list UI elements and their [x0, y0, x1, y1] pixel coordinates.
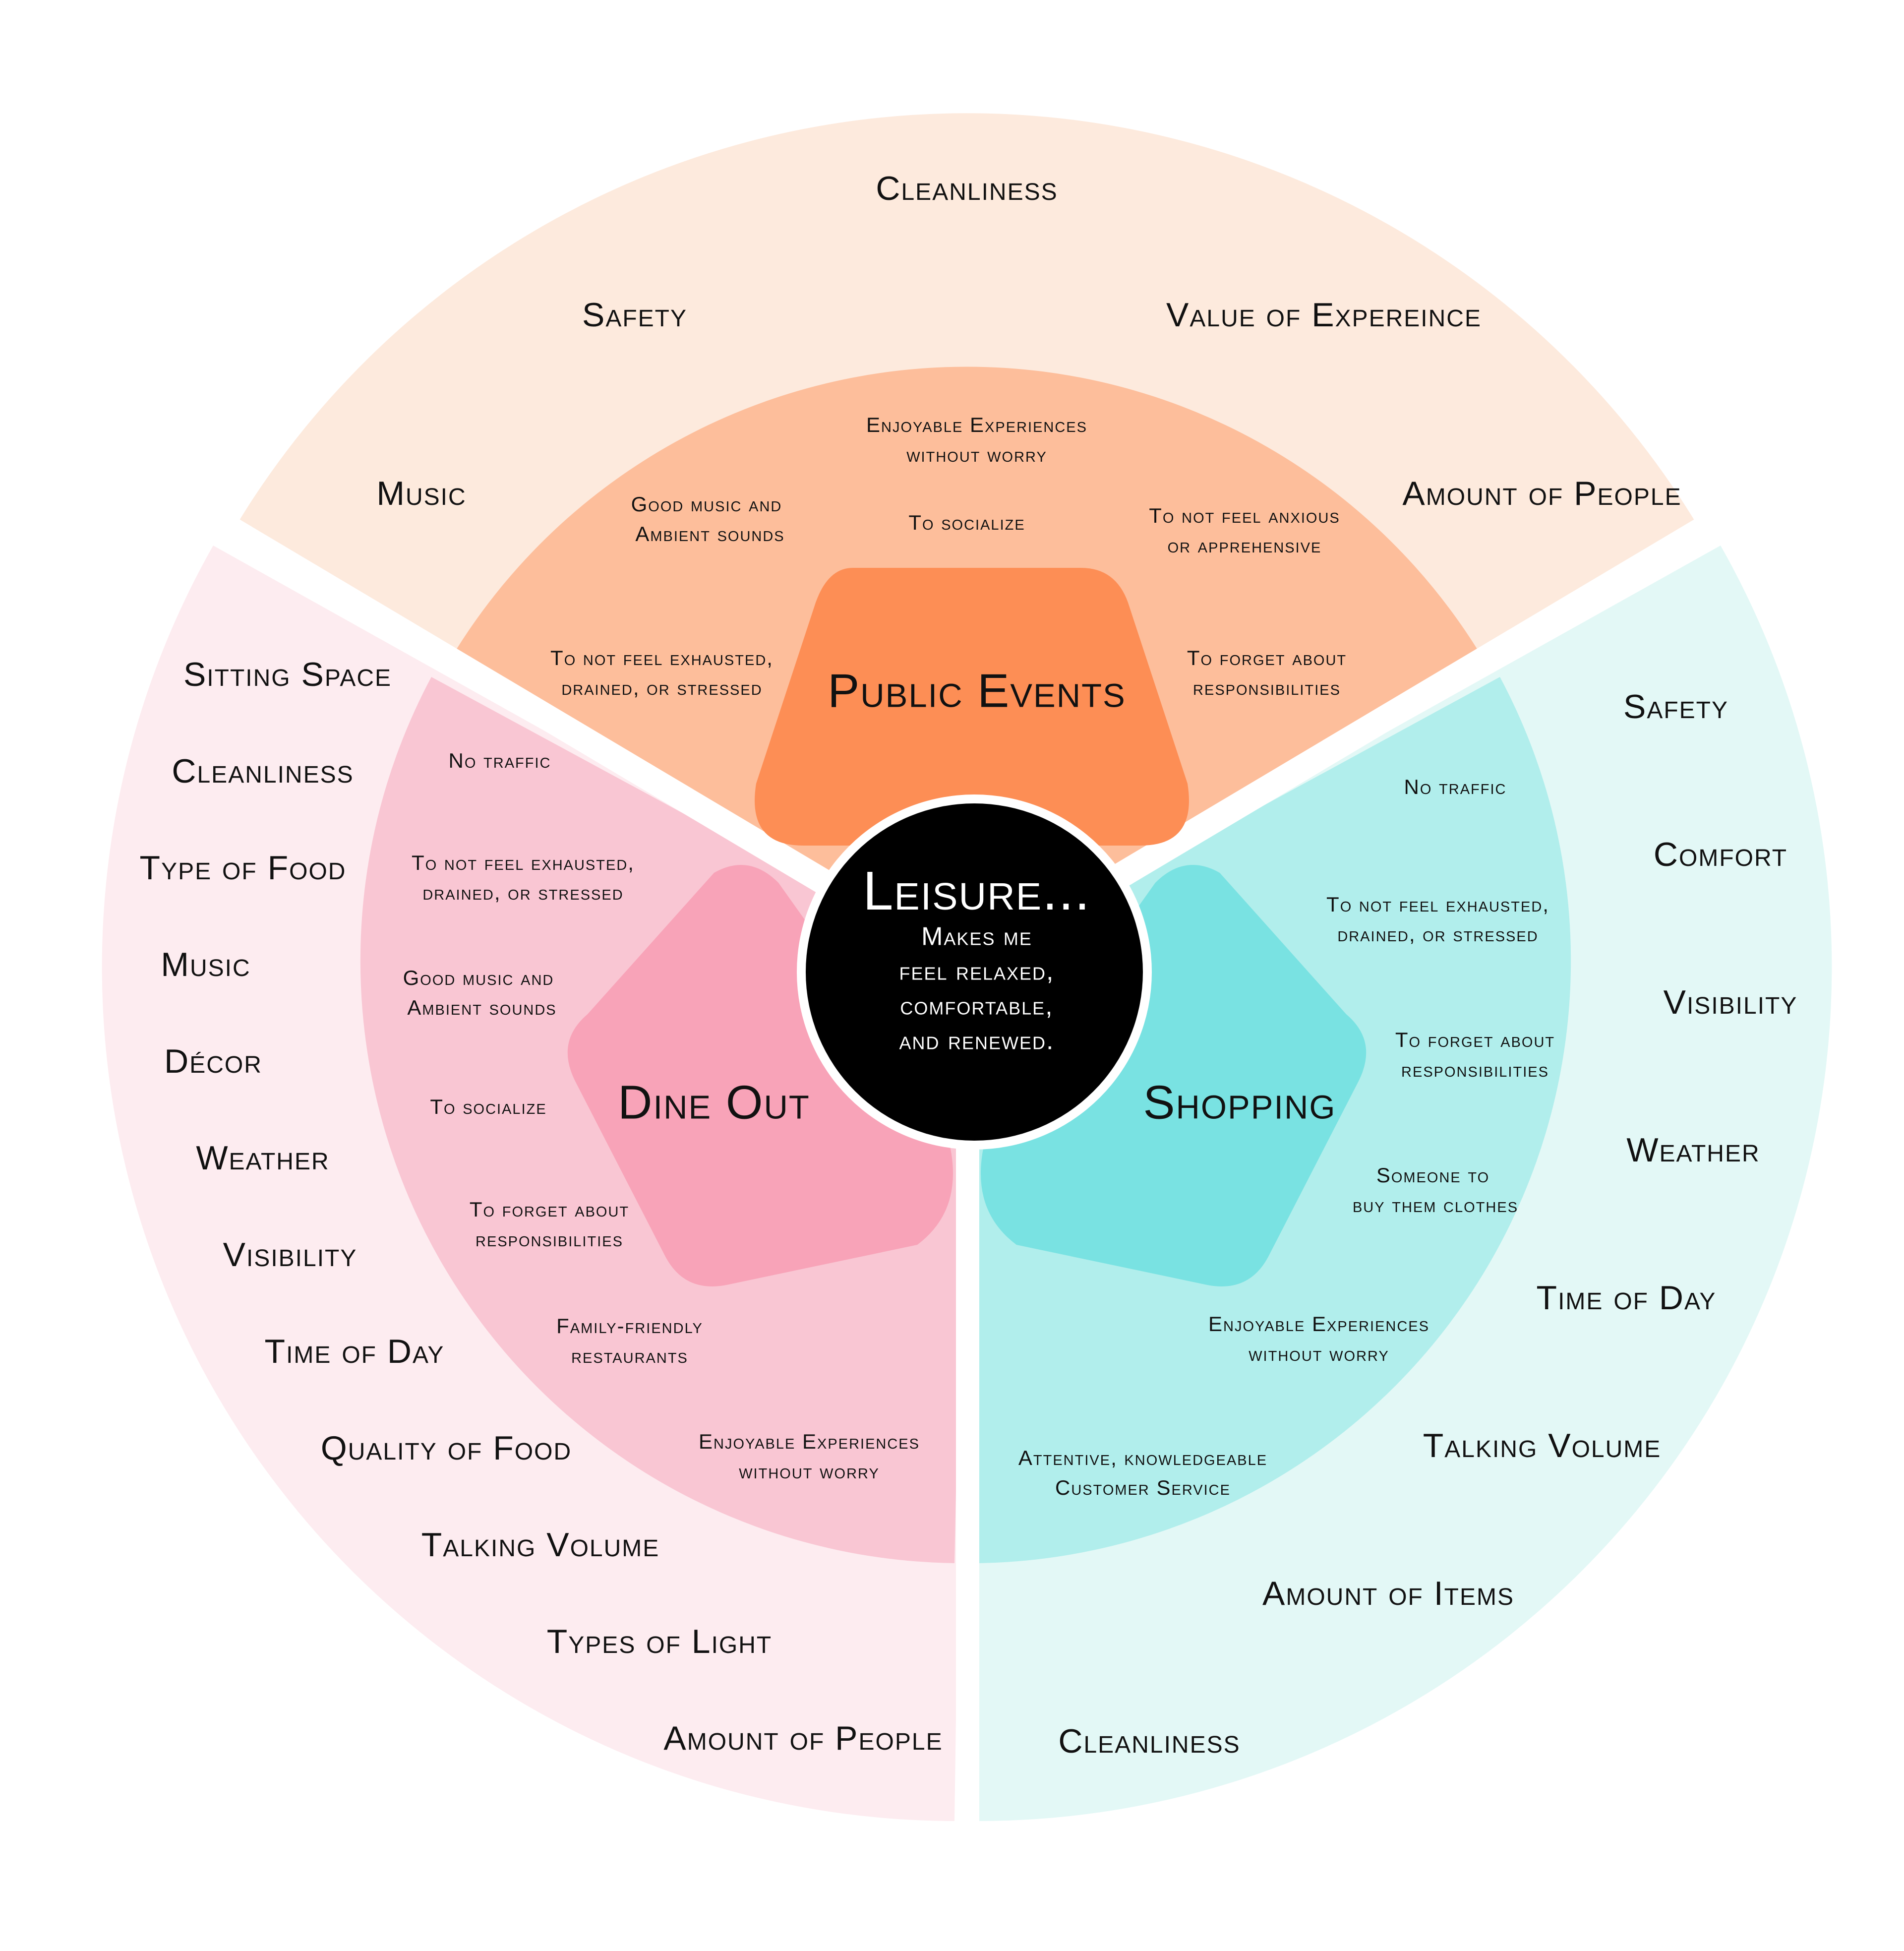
dine-out-inner-labels: No traffic To not feel exhausted, draine… — [403, 749, 920, 1483]
dine-out-outer-labels: Sitting Space Cleanliness Type of Food M… — [140, 656, 943, 1757]
inner-need-label: To socialize — [430, 1095, 546, 1118]
inner-need-label: To not feel anxious — [1149, 504, 1340, 527]
inner-need-label: Good music and — [403, 966, 554, 989]
outer-factor-label: Time of Day — [1537, 1279, 1717, 1317]
inner-need-label: responsibilities — [476, 1227, 623, 1251]
inner-need-label: buy them clothes — [1353, 1193, 1518, 1217]
dine-out-title: Dine Out — [618, 1076, 810, 1129]
outer-factor-label: Music — [376, 475, 466, 512]
outer-factor-label: Amount of Items — [1262, 1575, 1514, 1612]
dine-out-core-shape — [567, 865, 953, 1286]
outer-factor-label: Types of Light — [547, 1623, 773, 1660]
outer-factor-label: Amount of People — [1402, 475, 1681, 512]
outer-factor-label: Safety — [1623, 688, 1728, 726]
outer-factor-label: Type of Food — [140, 849, 347, 887]
outer-factor-label: Cleanliness — [1058, 1722, 1240, 1760]
inner-need-label: without worry — [739, 1460, 880, 1483]
inner-need-label: No traffic — [1404, 775, 1507, 798]
inner-need-label: or apprehensive — [1168, 534, 1322, 557]
outer-factor-label: Talking Volume — [421, 1526, 660, 1564]
inner-need-label: No traffic — [449, 749, 551, 772]
outer-factor-label: Weather — [1626, 1131, 1760, 1169]
inner-need-label: Ambient sounds — [635, 522, 784, 546]
outer-factor-label: Amount of People — [663, 1719, 943, 1757]
inner-need-label: Enjoyable Experiences — [866, 413, 1087, 436]
inner-need-label: drained, or stressed — [1337, 922, 1538, 946]
center-subtitle-line: Makes me — [921, 922, 1032, 951]
inner-need-label: drained, or stressed — [422, 881, 623, 904]
inner-need-label: To socialize — [908, 511, 1025, 534]
shopping-core-shape — [981, 865, 1367, 1286]
inner-need-label: Family-friendly — [556, 1314, 703, 1338]
center-subtitle-line: and renewed. — [899, 1027, 1055, 1055]
inner-need-label: Someone to — [1376, 1163, 1489, 1187]
public-events-outer-labels: Cleanliness Safety Value of Expereince M… — [376, 170, 1681, 512]
shopping-inner-labels: No traffic To not feel exhausted, draine… — [1018, 775, 1555, 1499]
inner-need-label: restaurants — [571, 1344, 688, 1367]
outer-factor-label: Cleanliness — [172, 752, 354, 790]
inner-need-label: To not feel exhausted, — [1326, 893, 1549, 916]
inner-need-label: Customer Service — [1055, 1476, 1231, 1499]
inner-need-label: Enjoyable Experiences — [1208, 1312, 1429, 1336]
outer-factor-label: Safety — [582, 296, 687, 334]
inner-need-label: responsibilities — [1193, 676, 1341, 699]
inner-need-label: Attentive, knowledgeable — [1018, 1446, 1267, 1469]
inner-need-label: Enjoyable Experiences — [699, 1430, 920, 1453]
inner-need-label: To forget about — [1395, 1028, 1555, 1051]
center-subtitle-line: comfortable, — [900, 992, 1053, 1021]
inner-need-label: To not feel exhausted, — [550, 646, 774, 670]
outer-factor-label: Décor — [164, 1042, 262, 1080]
public-events-inner-labels: Enjoyable Experiences without worry Good… — [550, 413, 1347, 699]
outer-factor-label: Visibility — [223, 1236, 357, 1274]
outer-factor-label: Weather — [196, 1139, 329, 1177]
outer-factor-label: Sitting Space — [183, 656, 392, 693]
outer-factor-label: Talking Volume — [1423, 1427, 1662, 1464]
outer-factor-label: Visibility — [1664, 983, 1798, 1021]
outer-factor-label: Value of Expereince — [1166, 296, 1482, 334]
shopping-title: Shopping — [1143, 1076, 1336, 1129]
inner-need-label: To not feel exhausted, — [412, 851, 635, 874]
inner-need-label: without worry — [906, 443, 1047, 466]
inner-need-label: To forget about — [470, 1198, 629, 1221]
shopping-outer-labels: Safety Comfort Visibility Weather Time o… — [1058, 688, 1798, 1760]
inner-need-label: drained, or stressed — [561, 676, 762, 699]
inner-need-label: Ambient sounds — [407, 996, 556, 1019]
outer-factor-label: Comfort — [1654, 836, 1787, 873]
inner-need-label: without worry — [1249, 1342, 1389, 1365]
inner-need-label: To forget about — [1187, 646, 1347, 670]
center-circle — [806, 803, 1143, 1141]
outer-factor-label: Music — [161, 946, 250, 983]
center-subtitle-line: feel relaxed, — [899, 957, 1055, 986]
public-events-core-shape — [755, 568, 1189, 846]
public-events-title: Public Events — [828, 664, 1126, 717]
center-title: Leisure... — [863, 860, 1091, 921]
outer-factor-label: Cleanliness — [876, 170, 1058, 207]
inner-need-label: Good music and — [631, 492, 782, 516]
outer-factor-label: Quality of Food — [321, 1429, 572, 1467]
outer-factor-label: Time of Day — [265, 1333, 445, 1370]
inner-need-label: responsibilities — [1401, 1058, 1549, 1081]
